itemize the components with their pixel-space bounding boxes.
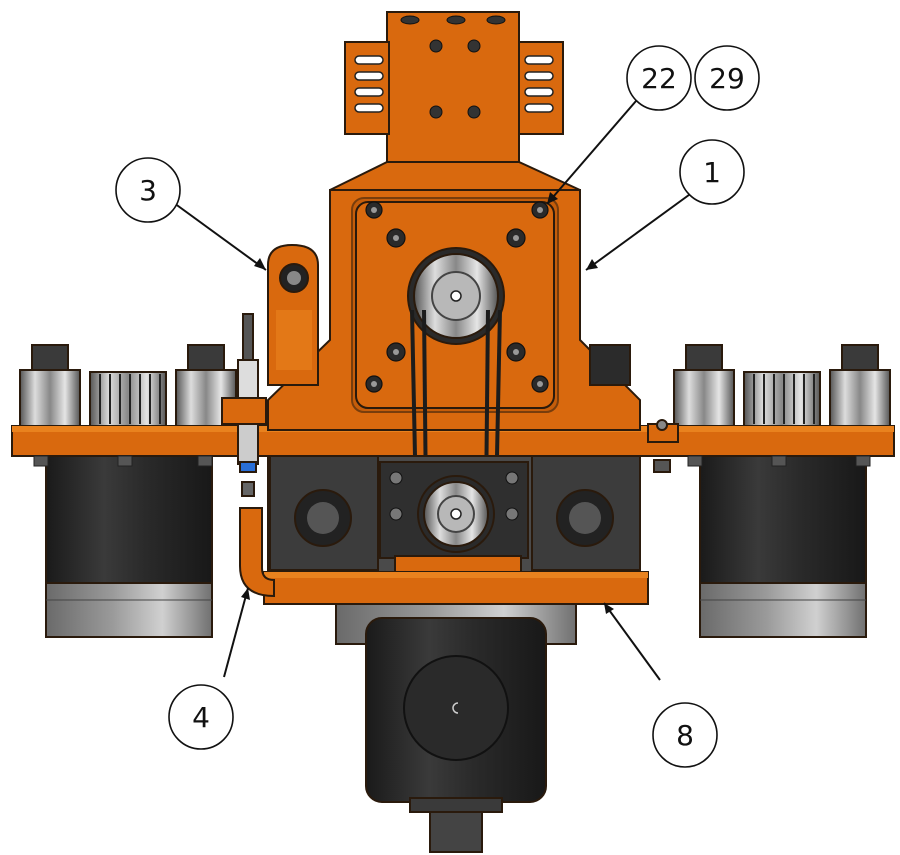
right-tab — [647, 419, 679, 473]
callout-8-label: 8 — [676, 719, 694, 752]
callout-4: 4 — [168, 684, 234, 750]
leader-lines — [173, 100, 694, 681]
callout-29: 29 — [694, 45, 760, 111]
right-idler-pulleys — [673, 344, 891, 427]
extruder-motor — [335, 603, 577, 853]
callout-3: 3 — [115, 157, 181, 223]
linear-rail-blocks — [267, 455, 641, 573]
callout-1-label: 1 — [703, 156, 721, 189]
callout-22-label: 22 — [641, 62, 677, 95]
left-idler-pulleys — [19, 344, 237, 427]
callout-22: 22 — [626, 45, 692, 111]
bottom-plate — [263, 555, 649, 605]
callout-8: 8 — [652, 702, 718, 768]
top-bracket — [329, 11, 581, 191]
callout-29-label: 29 — [709, 62, 745, 95]
right-stepper-motor — [699, 454, 867, 638]
callout-3-label: 3 — [139, 174, 157, 207]
callout-4-label: 4 — [192, 701, 210, 734]
sensor-bracket — [267, 243, 319, 386]
probe-sensor — [221, 313, 275, 598]
callout-1: 1 — [679, 139, 745, 205]
main-body — [267, 189, 641, 431]
left-stepper-motor — [45, 454, 213, 638]
